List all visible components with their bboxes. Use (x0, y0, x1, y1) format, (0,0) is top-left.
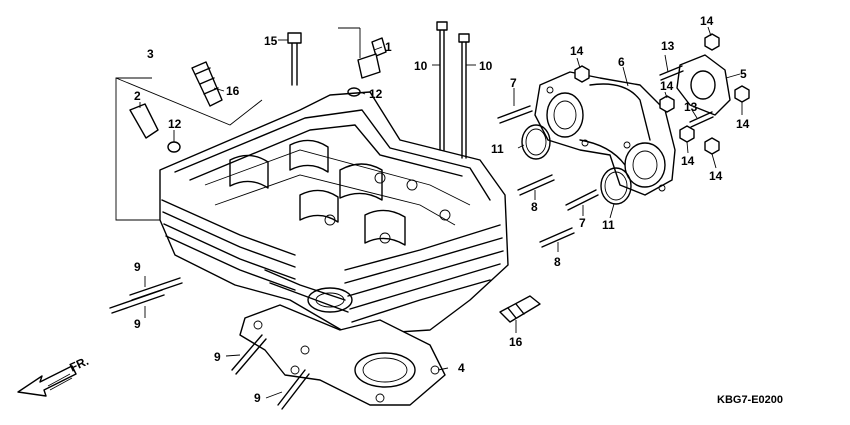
callout-14f: 14 (709, 169, 723, 183)
callout-13: 13 (661, 39, 675, 53)
intake-manifold (534, 71, 676, 196)
callout-12b: 12 (168, 117, 182, 131)
front-marker-label: FR. (67, 354, 90, 375)
callout-12: 12 (369, 87, 383, 101)
callout-13b: 13 (684, 100, 698, 114)
diagram-code: KBG7-E0200 (717, 394, 783, 406)
callout-5: 5 (740, 67, 747, 81)
leader-lines (139, 26, 743, 399)
callout-9b: 9 (134, 317, 141, 331)
callout-9d: 9 (254, 391, 261, 405)
callout-7: 7 (510, 76, 517, 90)
callout-8b: 8 (554, 255, 561, 269)
callout-10b: 10 (479, 59, 493, 73)
callout-14b: 14 (660, 79, 674, 93)
dowel-pins-and-fittings (129, 37, 387, 153)
spark-plugs (191, 61, 541, 323)
callout-3: 3 (147, 47, 154, 61)
callout-7b: 7 (579, 216, 586, 230)
callout-15: 15 (264, 34, 278, 48)
o-rings (521, 124, 632, 205)
bracket-lines (115, 27, 361, 221)
nuts (574, 33, 750, 155)
callout-11: 11 (491, 142, 504, 156)
cylinder-head (159, 91, 509, 336)
callout-11b: 11 (602, 218, 615, 232)
callout-16b: 16 (509, 335, 523, 349)
callout-4: 4 (458, 361, 465, 375)
head-gasket (239, 304, 446, 406)
callout-14: 14 (570, 44, 584, 58)
callout-8: 8 (531, 200, 538, 214)
callout-14c: 14 (681, 154, 695, 168)
insulator-plate (676, 54, 731, 116)
callout-10: 10 (414, 59, 428, 73)
callout-2: 2 (134, 89, 141, 103)
callout-14e: 14 (736, 117, 750, 131)
callout-16: 16 (226, 84, 240, 98)
front-arrow-icon (17, 365, 77, 397)
callout-labels: 1 2 3 4 5 6 7 7 8 8 9 9 9 9 10 10 11 11 … (134, 14, 750, 405)
callout-14d: 14 (700, 14, 714, 28)
stud-bolts (109, 21, 714, 410)
callout-6: 6 (618, 55, 625, 69)
callout-1: 1 (385, 40, 392, 54)
callout-9c: 9 (214, 350, 221, 364)
callout-9: 9 (134, 260, 141, 274)
